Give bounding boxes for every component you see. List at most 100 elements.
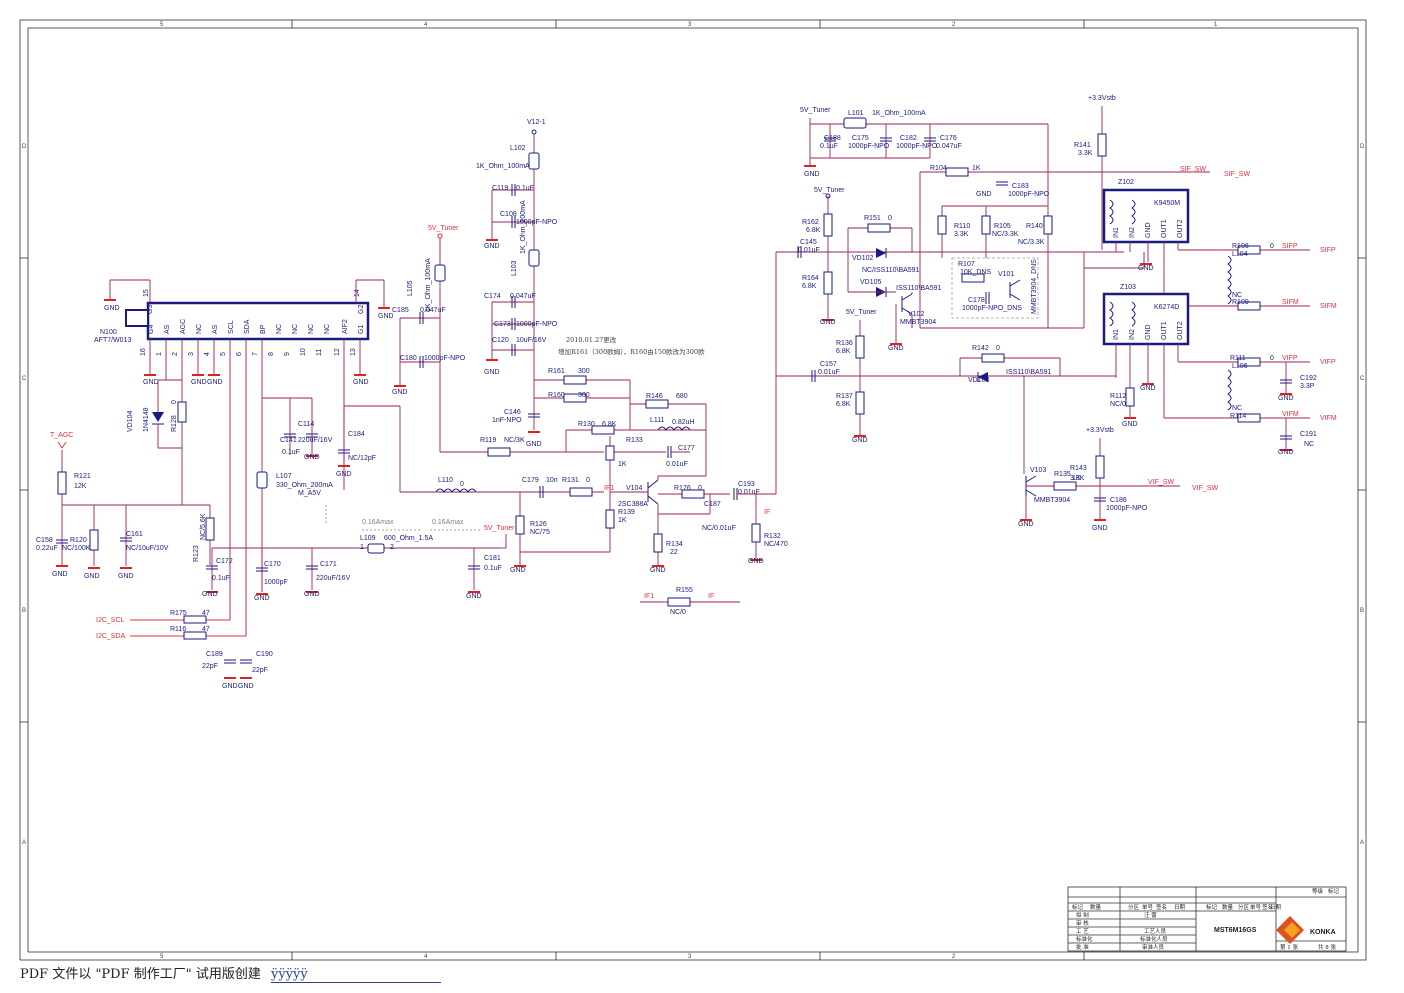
r140-ref: R140 <box>1026 223 1043 230</box>
z103-pin-out2: OUT2 <box>1177 321 1184 340</box>
r116-ref: R116 <box>170 626 186 633</box>
ic-pin-label: AIF2 <box>342 319 349 334</box>
gnd-label: GND <box>510 567 526 574</box>
c114-val: 220uF/16V <box>298 437 333 444</box>
ic-pin-number: 3 <box>188 352 195 356</box>
ic-pin-label: AGC <box>180 319 187 334</box>
v102-val: MMBT3904 <box>900 319 936 326</box>
r160-val: 300 <box>578 392 590 399</box>
ruler-col-2-top: 2 <box>952 22 956 28</box>
saw-filter-z102: Z102 K9450M IN1 IN2 GND OUT1 OUT2 R106 0… <box>1102 179 1337 311</box>
r130-ref: R130 <box>578 421 595 428</box>
ic-ref: N100 <box>100 329 117 336</box>
r123-val: NC/5.6K <box>200 513 207 540</box>
gnd-label: GND <box>1278 395 1294 402</box>
l106-ref: L106 <box>1232 363 1248 370</box>
gnd-label: GND <box>852 437 868 444</box>
ruler-col-3-bottom: 3 <box>688 954 692 960</box>
r146-ref: R146 <box>646 393 663 400</box>
r164-val: 6.8K <box>802 283 817 290</box>
vd105-ref: VD105 <box>860 279 882 286</box>
r112-val: NC/0 <box>1110 401 1126 408</box>
vifm-label: VIFM <box>1320 415 1337 422</box>
ruler: 5 4 3 2 1 5 4 3 2 D C B A D C B A <box>20 20 1366 960</box>
tuner-supply-upper: 5V_Tuner L105 1K_Ohm_100mA C185 0.047uF … <box>392 225 604 457</box>
r109-ref: R109 <box>1232 299 1249 306</box>
c193-ref: C193 <box>738 481 755 488</box>
c182-val: 1000pF-NPO <box>896 143 938 150</box>
ruler-col-4-top: 4 <box>424 22 428 28</box>
r140-val: NC/3.3K <box>1018 239 1045 246</box>
r119-ref: R119 <box>480 437 496 444</box>
r134-val: 22 <box>670 549 678 556</box>
r142-val: 0 <box>996 345 1000 352</box>
tb-hdr-0: 标记 <box>1072 903 1084 911</box>
r128-ref: R128 <box>171 415 178 432</box>
z103-ref: Z103 <box>1120 284 1136 291</box>
ic-pins: G416AS1AGC2NC3AS4SCL5SDA6BP7NC8NC9NC10NC… <box>140 319 369 386</box>
c180-val: 1000pF-NPO <box>424 355 466 362</box>
c146-val: 1nF-NPO <box>492 417 522 424</box>
r106-ref: R106 <box>1232 243 1249 250</box>
aif2-branch: C184 NC/12pF GND <box>336 339 604 493</box>
r121-ref: R121 <box>74 473 91 480</box>
c119-ref: C119 <box>492 185 508 192</box>
gnd-label: GND <box>392 389 408 396</box>
ic-pin-number: 10 <box>300 348 307 356</box>
c114-ref: C114 <box>298 421 314 428</box>
r123-ref: R123 <box>193 545 200 562</box>
c120-val: 10uF/16V <box>516 337 547 344</box>
gnd-label: GND <box>207 379 223 386</box>
gnd-label: GND <box>254 595 270 602</box>
pdf-footer: PDF 文件以 "PDF 制作工厂" 试用版创建 ÿÿÿÿÿ <box>20 963 442 983</box>
r151-val: 0 <box>888 215 892 222</box>
ruler-col-3-top: 3 <box>688 22 692 28</box>
gnd-label: GND <box>202 591 218 598</box>
vif-input-path: C157 0.01uF 5V_Tuner R136 6.8K R137 6.8K… <box>776 309 1218 532</box>
5v-tuner-label-vif: 5V_Tuner <box>846 309 877 316</box>
c158-ref: C158 <box>36 537 53 544</box>
konka-logo-icon <box>1276 916 1304 944</box>
l104-ref: L104 <box>1232 251 1248 258</box>
tb-sheet: 第 1 张 <box>1280 943 1298 951</box>
c186-ref: C186 <box>1110 497 1127 504</box>
vd104-ref: VD104 <box>127 410 134 432</box>
ic-pin-number: 4 <box>204 352 211 356</box>
5v-tuner-label-upper: 5V_Tuner <box>428 225 459 232</box>
ic-pin-number: 2 <box>172 352 179 356</box>
c191-ref: C191 <box>1300 431 1317 438</box>
agc-network: VD104 1N4148 R128 0 T_AGC R121 12K C158 … <box>36 339 215 580</box>
tb-row-4: 批 准 <box>1076 943 1089 951</box>
c177-ref: C177 <box>678 445 695 452</box>
if1-label-upper: IF1 <box>604 485 614 492</box>
v104-val: 2SC388A <box>618 501 648 508</box>
r121-val: 12K <box>74 483 87 490</box>
r133-ref: R133 <box>626 437 643 444</box>
z102-pin-gnd: GND <box>1145 222 1152 238</box>
sif-sw-label-upper: SIF_SW <box>1180 166 1206 173</box>
ic-pin-number: 12 <box>334 348 341 356</box>
v101-ref: V101 <box>998 271 1014 278</box>
r132-ref: R132 <box>764 533 781 540</box>
r141-ref: R141 <box>1074 142 1091 149</box>
ic-pin-number: 11 <box>316 349 323 356</box>
l109-val: 600_Ohm_1.5A <box>384 535 433 542</box>
c146-ref: C146 <box>504 409 521 416</box>
v102-ref: V102 <box>908 311 924 318</box>
r105-val: NC/3.3K <box>992 231 1019 238</box>
gnd-label: GND <box>336 471 352 478</box>
z103-pin-out1: OUT1 <box>1161 321 1168 340</box>
ic-pin-label: AS <box>164 324 171 334</box>
title-block: 标记 数量 分区 单号 签名 日期 标记 数量 分区 单号 签名 日期 拟 制 … <box>1067 886 1347 952</box>
ic-pin-label: SCL <box>228 320 235 334</box>
r112-ref: R112 <box>1110 393 1126 400</box>
ruler-row-a-left: A <box>22 840 26 846</box>
pdf-footer-link[interactable]: ÿÿÿÿÿ <box>271 967 442 983</box>
l109-ref: L109 <box>360 535 376 542</box>
z103-pin-in2: IN2 <box>1129 329 1136 340</box>
r139-ref: R139 <box>618 509 635 516</box>
gnd-label: GND <box>191 379 207 386</box>
tb-val-2: 工艺人员 <box>1144 928 1167 935</box>
z102-part: K9450M <box>1154 200 1180 207</box>
vd103-val: ISS110\BA591 <box>1006 369 1052 376</box>
